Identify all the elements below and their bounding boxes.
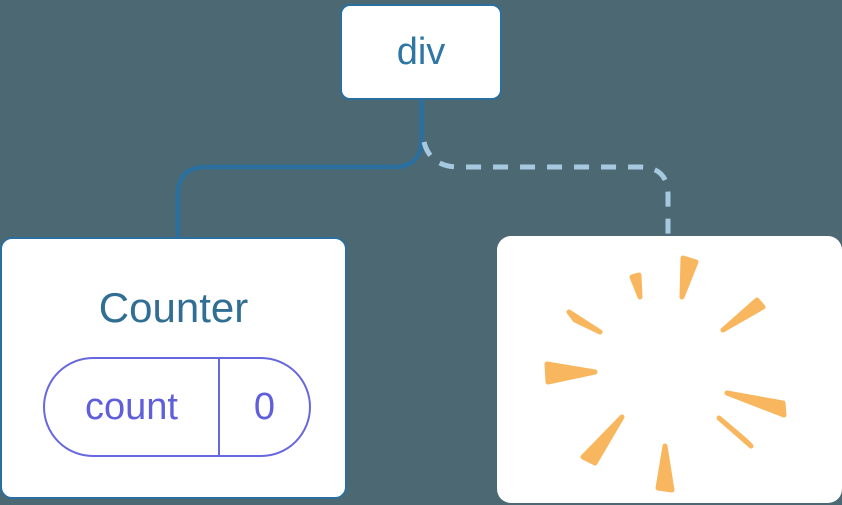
poof-ray: [629, 272, 643, 300]
poof-icon: [544, 255, 787, 493]
root-node-div: div: [340, 4, 502, 100]
state-value: 0: [218, 359, 309, 455]
counter-title: Counter: [98, 284, 249, 331]
poof-ray: [679, 255, 699, 300]
poof-ray: [716, 415, 754, 449]
poof-ray: [720, 297, 766, 333]
counter-component-node: Counter count 0: [0, 237, 347, 499]
root-node-label: div: [396, 30, 446, 73]
poof-ray: [655, 443, 675, 493]
poof-ray: [724, 390, 787, 418]
poof-ray: [566, 309, 603, 335]
state-key-label: count: [85, 385, 178, 428]
dashed-link-parent-to-removed: [421, 141, 671, 237]
removed-component-node: [497, 236, 842, 503]
state-pill: count 0: [43, 357, 311, 457]
poof-ray: [544, 361, 598, 385]
poof-ray: [580, 414, 625, 466]
solid-link-parent-to-counter: [175, 98, 424, 238]
